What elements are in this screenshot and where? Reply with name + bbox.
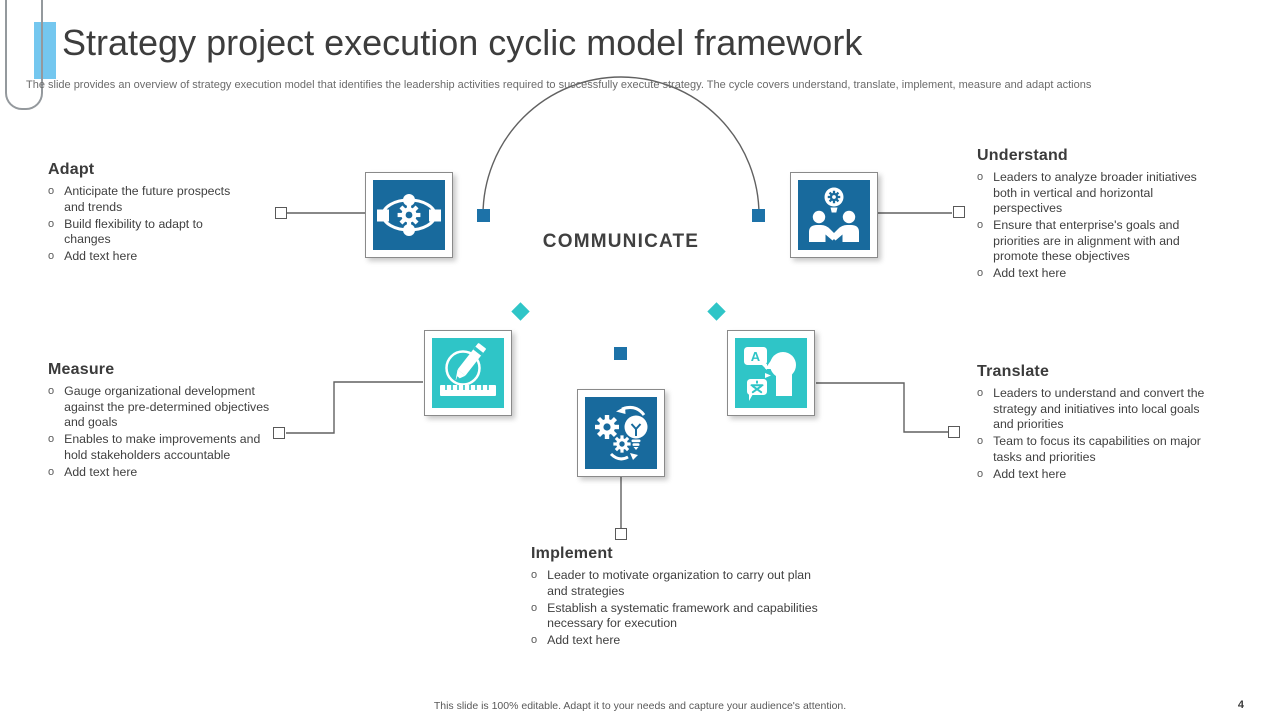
bullet-marker: o [48,217,55,230]
section-implement-bullets: o Leader to motivate organization to car… [531,568,833,649]
connector-square-implement [615,528,627,540]
bullet-marker: o [977,171,984,183]
gears-bulb-icon [585,397,657,469]
bullet-text: Build flexibility to adapt to changes [64,216,203,247]
page-title: Strategy project execution cyclic model … [62,22,863,63]
bullet-item: o Team to focus its capabilities on majo… [977,434,1217,465]
section-understand-bullets: o Leaders to analyze broader initiatives… [977,170,1219,282]
bullet-text: Leader to motivate organization to carry… [547,568,811,598]
bullet-item: o Leaders to analyze broader initiatives… [977,170,1219,217]
section-measure: Measure o Gauge organizational developme… [48,361,276,482]
bullet-item: o Ensure that enterprise's goals and pri… [977,218,1219,265]
page-number: 4 [1237,699,1244,711]
bullet-item: o Gauge organizational development again… [48,384,276,431]
communicate-label: COMMUNICATE [542,231,700,252]
section-understand-heading: Understand [977,147,1068,164]
bullet-text: Anticipate the future prospects and tren… [64,184,231,214]
bullet-text: Establish a systematic framework and cap… [547,600,818,631]
arc-node-square-right [752,209,765,222]
bullet-text: Leaders to understand and convert the st… [993,386,1205,431]
bullet-text: Gauge organizational development against… [64,384,270,429]
bullet-item: o Add text here [531,633,833,649]
footer-note: This slide is 100% editable. Adapt it to… [433,700,847,712]
bullet-text: Leaders to analyze broader initiatives b… [993,170,1197,215]
section-adapt: Adapt o Anticipate the future prospects … [48,161,250,266]
adapt-icon-box [365,172,453,258]
section-implement: Implement o Leader to motivate organizat… [531,545,833,650]
bullet-item: o Leader to motivate organization to car… [531,568,833,599]
section-measure-bullets: o Gauge organizational development again… [48,384,276,480]
arc-node-square-bottom [614,347,627,360]
bullet-item: o Add text here [48,465,276,481]
bullet-marker: o [977,387,984,399]
bullet-text: Team to focus its capabilities on major … [993,434,1201,464]
connector-translate [816,382,948,433]
orbit-gear-icon [373,180,445,250]
bullet-marker: o [977,267,984,279]
connector-square-measure [273,427,285,439]
bullet-text: Add text here [64,464,138,479]
bullet-marker: o [48,250,55,262]
section-translate: Translate o Leaders to understand and co… [977,363,1217,484]
bullet-marker: o [48,385,55,397]
understand-icon-box [790,172,878,258]
handshake-idea-icon [798,180,870,250]
bullet-text: Add text here [547,633,621,647]
connector-square-adapt [275,207,287,219]
bullet-marker: o [977,467,984,480]
bullet-item: o Anticipate the future prospects and tr… [48,184,250,215]
bullet-marker: o [531,634,538,646]
bullet-marker: o [977,219,984,231]
bullet-marker: o [977,435,984,447]
bullet-marker: o [48,185,55,197]
bullet-text: Enables to make improvements and hold st… [64,432,261,462]
connector-measure [286,381,423,434]
bullet-marker: o [531,569,538,581]
translate-icon-box: A [727,330,815,416]
pencil-ruler-icon [432,338,504,408]
section-translate-heading: Translate [977,363,1050,380]
bullet-text: Ensure that enterprise's goals and prior… [993,218,1180,263]
translate-bubble-letter: A [751,349,761,364]
bullet-text: Add text here [993,266,1067,280]
language-translate-icon: A [735,338,807,408]
bullet-marker: o [531,601,538,614]
title-accent-bar [34,22,56,79]
paperclip-icon [5,0,43,110]
measure-icon-box [424,330,512,416]
translate-bubble-cjk-glyph [750,380,764,394]
bullet-item: o Leaders to understand and convert the … [977,386,1217,433]
section-implement-heading: Implement [531,545,613,562]
communicate-arc [482,76,760,216]
section-measure-heading: Measure [48,361,115,378]
bullet-item: o Enables to make improvements and hold … [48,432,276,463]
implement-icon-box [577,389,665,477]
bullet-item: o Add text here [977,266,1219,282]
arc-node-square-left [477,209,490,222]
bullet-marker: o [48,433,55,445]
bullet-item: o Establish a systematic framework and c… [531,601,833,632]
connector-square-understand [953,206,965,218]
bullet-text: Add text here [993,466,1067,481]
connector-square-translate [948,426,960,438]
section-adapt-bullets: o Anticipate the future prospects and tr… [48,184,250,265]
section-translate-bullets: o Leaders to understand and convert the … [977,386,1217,482]
bullet-item: o Build flexibility to adapt to changes [48,217,250,248]
bullet-text: Add text here [64,249,138,263]
bullet-item: o Add text here [48,249,250,265]
section-understand: Understand o Leaders to analyze broader … [977,147,1219,283]
bullet-marker: o [48,465,55,478]
page-subtitle: The slide provides an overview of strate… [26,79,1092,91]
bullet-item: o Add text here [977,467,1217,483]
section-adapt-heading: Adapt [48,161,95,178]
